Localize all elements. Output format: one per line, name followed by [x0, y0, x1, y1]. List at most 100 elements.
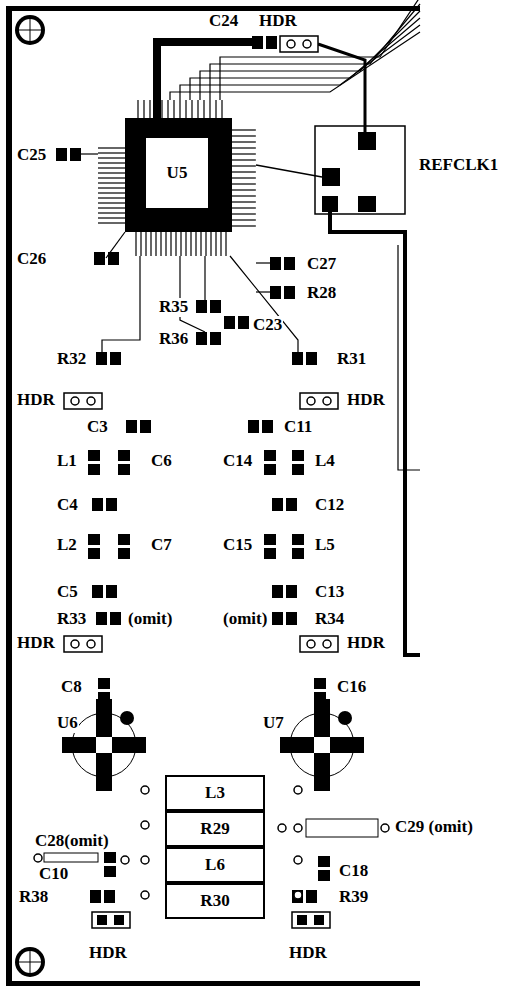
smd-pad	[88, 534, 100, 545]
ic-pin	[180, 232, 181, 256]
ic-pin	[232, 135, 256, 136]
mounting-hole	[15, 15, 45, 45]
ic-pin	[140, 232, 141, 256]
part-label: L3	[205, 784, 225, 803]
smd-pad	[104, 852, 116, 863]
ic-pin	[232, 201, 256, 202]
smd-pad	[270, 257, 281, 270]
smd-pad	[88, 548, 100, 559]
ic-pin	[200, 232, 201, 256]
part-box: L6	[165, 847, 265, 883]
smd-pad	[318, 856, 330, 867]
smd-pad	[196, 300, 207, 313]
via-hole	[294, 891, 302, 899]
smd-pad	[270, 286, 281, 299]
ic-pin	[232, 183, 256, 184]
part-box: L3	[165, 775, 265, 811]
ic-pin	[232, 165, 256, 166]
ic-pin	[98, 212, 125, 213]
copper-trace	[204, 256, 205, 300]
ic-pin	[98, 177, 125, 178]
smd-pad	[252, 36, 263, 49]
package-center	[314, 737, 330, 753]
smd-pad	[210, 300, 221, 313]
ic-pin	[98, 207, 125, 208]
via-hole	[121, 856, 129, 864]
part-label: R34	[314, 610, 345, 629]
part-label: R36	[158, 330, 189, 349]
part-label: C5	[56, 583, 79, 602]
ic-pin	[232, 207, 256, 208]
header-pin	[287, 40, 295, 48]
ic-label-window: U5	[146, 138, 208, 208]
part-label: C15	[222, 536, 253, 555]
oscillator-pad	[358, 132, 376, 150]
part-label: C6	[150, 452, 173, 471]
smd-pad	[286, 585, 297, 598]
part-label: C16	[336, 678, 367, 697]
part-label: C24	[208, 12, 239, 31]
ic-pin	[98, 157, 125, 158]
header-pin	[314, 915, 324, 925]
smd-pad	[108, 252, 119, 265]
ic-pin	[98, 187, 125, 188]
part-label: R35	[158, 298, 189, 317]
oscillator-pad	[322, 168, 340, 186]
smd-pad	[118, 450, 130, 461]
ic-pin	[185, 100, 186, 118]
ic-window	[146, 138, 208, 208]
header-pin	[87, 640, 95, 648]
power-trace	[157, 42, 252, 118]
ic-pin	[232, 153, 256, 154]
part-label: R29	[200, 820, 229, 839]
clock-trace	[318, 44, 365, 132]
board-edge	[6, 981, 420, 986]
via-hole	[294, 824, 302, 832]
ic-pin	[155, 100, 156, 118]
smd-pad	[286, 498, 297, 511]
part-label: R30	[200, 892, 229, 911]
ic-pin	[225, 232, 226, 256]
ic-pin	[98, 172, 125, 173]
part-label: L1	[56, 452, 78, 471]
ic-pin	[98, 147, 125, 148]
smd-pad	[266, 36, 277, 49]
header-outline	[92, 912, 130, 928]
header-pin	[323, 397, 331, 405]
copper-trace	[102, 256, 140, 352]
copper-trace	[200, 11, 420, 100]
mounting-hole	[19, 951, 41, 973]
smd-pad	[70, 148, 81, 161]
transistor-pad	[314, 699, 330, 791]
smd-pad	[264, 548, 276, 559]
smd-pad	[272, 612, 283, 625]
part-label: C26	[16, 250, 47, 269]
smd-pad	[224, 316, 235, 329]
header-outline	[64, 636, 102, 652]
mounting-crosshair	[30, 951, 31, 973]
smd-pad	[286, 612, 297, 625]
ic-pin	[173, 100, 174, 118]
part-label: C12	[314, 496, 345, 515]
smd-pad	[292, 352, 303, 365]
part-label: HDR	[288, 944, 328, 963]
smd-pad	[140, 420, 151, 433]
ic-pin	[215, 232, 216, 256]
ic-pin	[210, 232, 211, 256]
via-hole	[34, 854, 42, 862]
ic-pin	[98, 197, 125, 198]
board-edge	[6, 6, 420, 11]
ic-pin	[161, 100, 162, 118]
ic-pin	[150, 232, 151, 256]
ic-pin	[232, 159, 256, 160]
copper-trace	[256, 165, 322, 177]
smd-pad	[90, 890, 101, 903]
ic-pin	[185, 232, 186, 256]
ic-pin	[98, 217, 125, 218]
mounting-hole	[15, 947, 45, 977]
part-label: R32	[56, 350, 87, 369]
mounting-crosshair	[30, 19, 31, 41]
smd-pad	[272, 498, 283, 511]
part-box: R30	[165, 883, 265, 919]
header-pin	[114, 915, 124, 925]
